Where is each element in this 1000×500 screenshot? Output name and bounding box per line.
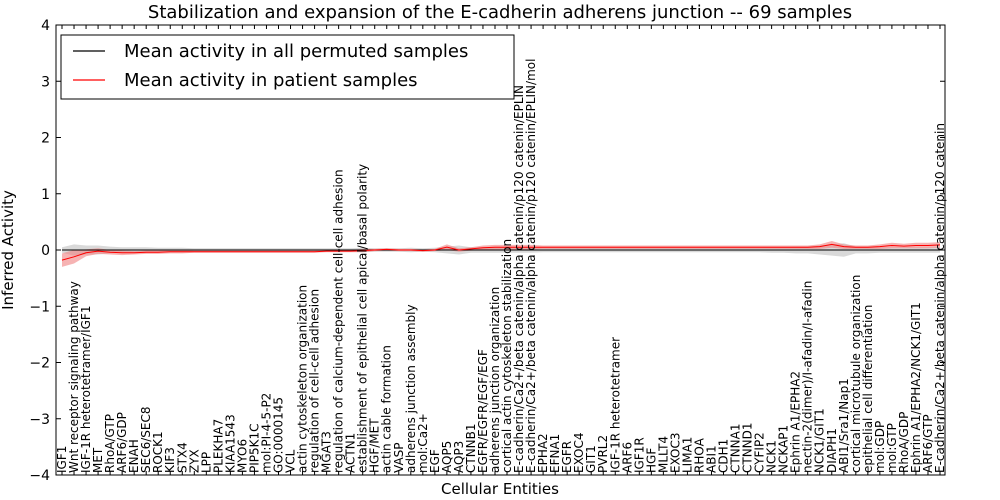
x-tick-label: ACTN1 <box>344 433 358 473</box>
chart-title: Stabilization and expansion of the E-cad… <box>148 2 852 23</box>
x-tick-label: ABI1/Sra1/Nap1 <box>837 378 851 473</box>
x-tick-label: IGF-1R heterotetramer/IGF1 <box>79 306 93 473</box>
x-tick-label: mol:Ca2+ <box>416 413 430 473</box>
x-tick-label: cortical microtubule organization <box>849 275 863 473</box>
x-tick-label: Ephrin A1/EPHA2 <box>789 371 803 473</box>
x-axis-label: Cellular Entities <box>441 480 559 498</box>
x-tick-label: PVRL2 <box>596 435 610 473</box>
y-axis-ticks: −4 −3 −2 −1 0 1 2 3 4 <box>29 18 945 484</box>
x-tick-label: regulation of cell-cell adhesion <box>308 289 322 473</box>
x-tick-label: RHOA <box>693 437 707 473</box>
x-tick-label: Ephrin A1/EPHA2/NCK1/GIT1 <box>909 302 923 473</box>
x-tick-label: IGF-1R heterotetramer <box>608 337 622 473</box>
x-tick-label: CTNNB1 <box>464 423 478 473</box>
x-tick-label: RhoA/GDP <box>897 412 911 473</box>
x-tick-label: SEC6/SEC8 <box>139 407 153 473</box>
x-tick-label: CTNND1 <box>741 422 755 473</box>
x-tick-label: ENAH <box>127 439 141 473</box>
y-tick-label: −3 <box>29 412 50 428</box>
series-lines <box>61 243 941 261</box>
x-tick-label: EGF <box>428 449 442 473</box>
x-tick-label: E-cadherin/Ca2+/beta catenin/alpha caten… <box>933 123 947 473</box>
x-tick-label: RhoA/GTP <box>103 414 117 473</box>
x-tick-label: HGF/MET <box>368 418 382 473</box>
x-tick-label: adherens junction assembly <box>404 304 418 473</box>
x-tick-label: MGAT3 <box>320 431 334 473</box>
x-tick-label: EGFR <box>560 441 574 473</box>
x-tick-label: MET <box>91 447 105 473</box>
x-tick-label: PLEKHA7 <box>211 419 225 473</box>
x-tick-label: AQP5 <box>440 441 454 473</box>
x-tick-label: EGFR/EGFR/EGF/EGF <box>476 349 490 473</box>
y-tick-label: 4 <box>41 18 50 34</box>
x-tick-label: ARF6 <box>620 442 634 473</box>
x-tick-label: nectin-2(dimer)/I-afadin/I-afadin <box>801 281 815 473</box>
series-line-patient <box>61 243 941 261</box>
x-tick-label: epithelial cell differentiation <box>861 305 875 473</box>
x-tick-label: cortical actin cytoskeleton stabilizatio… <box>500 239 514 473</box>
x-tick-label: actin cable formation <box>380 345 394 473</box>
x-tick-label: HGF <box>644 448 658 473</box>
y-axis-label: Inferred Activity <box>0 190 17 310</box>
x-tick-label: NCK1 <box>765 440 779 473</box>
x-tick-label: CTNNA1 <box>729 423 743 473</box>
x-tick-label: EFNA1 <box>548 434 562 473</box>
x-tick-label: E-cadherin/Ca2+/beta catenin/alpha caten… <box>524 59 538 473</box>
x-tick-label: ZYX <box>187 449 201 473</box>
y-tick-label: 3 <box>41 74 50 90</box>
x-tick-label: E-cadherin/Ca2+/beta catenin/alpha caten… <box>512 85 526 473</box>
x-tick-label: KIF3 <box>163 447 177 473</box>
x-tick-label: ROCK1 <box>151 431 165 473</box>
y-tick-label: 0 <box>41 243 50 259</box>
x-tick-label: mol:GTP <box>885 423 899 473</box>
y-tick-label: −4 <box>29 468 50 484</box>
x-tick-label: NCK1/GIT1 <box>813 408 827 473</box>
x-tick-label: GIT1 <box>584 445 598 473</box>
x-tick-label: ARF6/GDP <box>115 412 129 473</box>
y-tick-label: 2 <box>41 131 50 147</box>
x-tick-label: LPP <box>199 452 213 473</box>
x-tick-label: DIAPH1 <box>825 428 839 473</box>
x-tick-label: MYO6 <box>235 439 249 473</box>
x-tick-label: PIP5K1C <box>247 423 261 473</box>
x-tick-label: actin cytoskeleton organization <box>296 285 310 473</box>
y-tick-label: −2 <box>29 356 50 372</box>
x-tick-label: GO:0000145 <box>272 397 286 473</box>
legend-label-patient: Mean activity in patient samples <box>124 70 418 91</box>
legend-label-permuted: Mean activity in all permuted samples <box>124 41 468 62</box>
x-tick-label: IGF1R <box>632 437 646 473</box>
x-tick-label: CDH1 <box>717 439 731 473</box>
x-tick-label: mol:GDP <box>873 421 887 473</box>
x-tick-label: IGF1 <box>55 446 69 473</box>
x-tick-label: STX4 <box>175 442 189 473</box>
x-tick-label: VCL <box>284 449 298 473</box>
legend: Mean activity in all permuted samples Me… <box>60 34 515 100</box>
x-tick-label: mol:PI-4-5-P2 <box>260 393 274 473</box>
x-tick-label: adherens junction organization <box>488 287 502 473</box>
x-tick-label: regulation of calcium-dependent cell-cel… <box>332 169 346 473</box>
x-tick-label: ABI1 <box>705 445 719 473</box>
x-tick-label: LIMA1 <box>680 437 694 473</box>
y-tick-label: 1 <box>41 187 50 203</box>
x-tick-label: establishment of epithelial cell apical/… <box>356 164 370 473</box>
x-tick-label: NCKAP1 <box>777 425 791 473</box>
x-tick-label: ARF6/GTP <box>921 414 935 473</box>
legend-box <box>60 34 515 100</box>
x-tick-label: AQP3 <box>452 441 466 473</box>
x-tick-label: EXOC4 <box>572 433 586 474</box>
x-tick-label: Wnt receptor signaling pathway <box>67 281 81 473</box>
x-tick-label: EPHA2 <box>536 433 550 473</box>
x-tick-label: KIAA1543 <box>223 414 237 473</box>
x-tick-label: MLLT4 <box>656 436 670 473</box>
x-tick-label: EXOC3 <box>668 433 682 474</box>
x-tick-label: VASP <box>392 442 406 473</box>
x-tick-label: CYFIP2 <box>753 432 767 473</box>
y-tick-label: −1 <box>29 299 50 315</box>
